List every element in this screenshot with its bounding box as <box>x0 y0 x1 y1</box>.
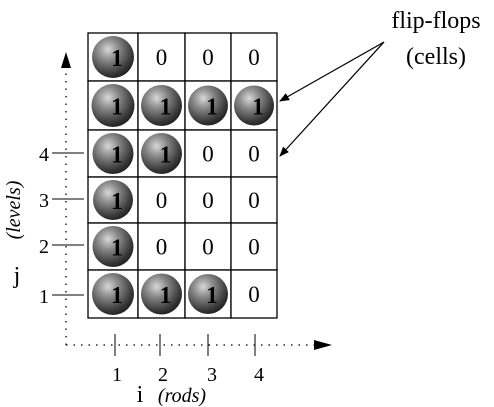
cell-value: 0 <box>202 45 214 70</box>
y-axis-variable: j <box>13 263 21 289</box>
x-tick-labels: 1 2 3 4 <box>112 364 264 386</box>
flip-flop-ball <box>234 85 274 126</box>
cell-value: 1 <box>160 95 172 121</box>
flip-flop-ball <box>188 85 228 126</box>
y-tick-label: 3 <box>39 190 49 212</box>
annotation-line-2: (cells) <box>406 44 466 70</box>
cell-value: 0 <box>248 282 260 307</box>
y-axis-arrowhead <box>61 52 71 68</box>
cell-value: 1 <box>111 283 123 309</box>
cell-value: 1 <box>160 143 172 169</box>
cell-value: 1 <box>111 46 123 72</box>
flip-flop-ball <box>188 274 228 314</box>
cell-value: 1 <box>206 283 218 309</box>
flip-flop-ball <box>91 84 135 127</box>
x-axis-variable: i <box>137 382 144 407</box>
axes <box>61 52 332 350</box>
flip-flop-ball <box>92 36 134 78</box>
grid-cell <box>230 129 278 178</box>
cell-grid: 1 0 0 0 1 1 1 1 1 1 0 0 1 0 0 0 1 0 0 0 1 1 1 0 <box>87 32 278 319</box>
flip-flop-ball <box>92 226 134 267</box>
grid-cell <box>184 176 232 224</box>
cell-value: 1 <box>206 95 218 121</box>
annotation-line-1: flip-flops <box>391 8 480 34</box>
x-tick-label: 2 <box>158 364 168 386</box>
x-axis-description: (rods) <box>158 385 206 407</box>
cell-value: 0 <box>248 188 260 213</box>
grid-cell <box>230 176 278 224</box>
annotation-arrow-upper <box>279 41 385 102</box>
cell-value: 0 <box>156 235 168 260</box>
y-tick-labels: 4 3 2 1 <box>39 144 49 308</box>
cell-value: 0 <box>202 142 214 167</box>
flip-flop-ball <box>92 273 134 315</box>
cell-value: 0 <box>156 45 168 70</box>
cell-value: 0 <box>202 235 214 260</box>
grid-cell <box>137 32 186 82</box>
cell-value: 0 <box>248 235 260 260</box>
x-axis-arrowhead <box>314 340 332 350</box>
flip-flop-ball <box>92 133 134 174</box>
y-tick-label: 4 <box>39 144 49 166</box>
y-tick-label: 2 <box>39 236 49 258</box>
annotation-arrow-lower <box>279 41 385 157</box>
x-tick-label: 4 <box>254 364 264 386</box>
grid-cell <box>230 269 278 319</box>
cell-value: 1 <box>160 283 172 309</box>
y-tick-label: 1 <box>39 286 49 308</box>
grid-cell <box>230 32 278 82</box>
cell-value: 0 <box>248 45 260 70</box>
flip-flop-ball <box>141 85 182 126</box>
x-ticks <box>114 334 256 356</box>
flip-flop-ball <box>141 133 182 174</box>
flip-flop-ball <box>141 273 182 315</box>
grid-cell <box>184 222 232 271</box>
cell-value: 1 <box>111 95 123 121</box>
x-tick-label: 1 <box>112 364 122 386</box>
y-axis-description: (levels) <box>3 180 25 239</box>
cell-value: 1 <box>111 143 123 169</box>
cell-value: 1 <box>111 236 123 262</box>
annotation: flip-flops (cells) <box>279 8 481 157</box>
cell-value: 1 <box>111 189 123 215</box>
flip-flop-ball <box>93 180 133 220</box>
cell-value: 0 <box>156 188 168 213</box>
y-ticks <box>52 152 84 296</box>
cell-value: 0 <box>248 142 260 167</box>
cell-value: 0 <box>202 188 214 213</box>
x-tick-label: 3 <box>207 364 217 386</box>
cell-value: 1 <box>252 95 264 121</box>
